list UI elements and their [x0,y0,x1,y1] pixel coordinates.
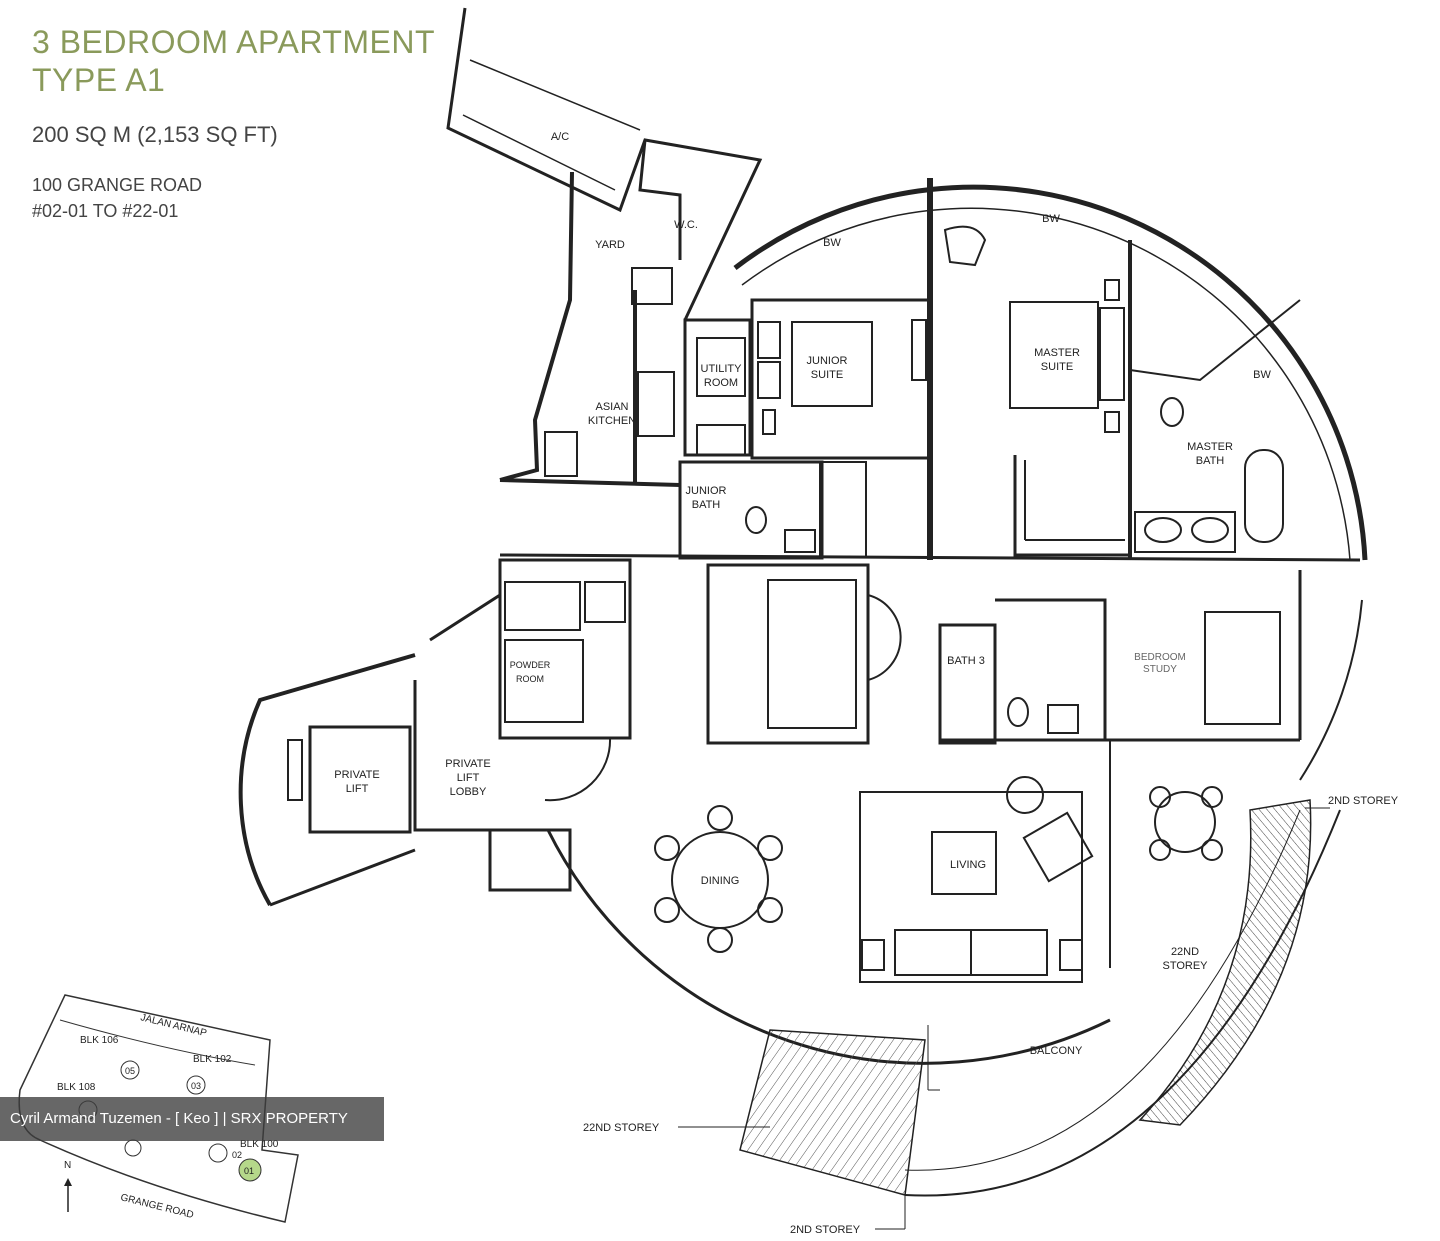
keyplan-unit03: 03 [191,1081,201,1091]
keyplan-blk108: BLK 108 [57,1082,96,1093]
balcony-edge [904,809,1341,1197]
keyplan-road-bottom: GRANGE ROAD [119,1192,194,1221]
label-junior-suite-2: SUITE [811,369,843,381]
label-ac: A/C [551,131,569,143]
label-master-bath-2: BATH [1196,455,1225,467]
keyplan-road-top: JALAN ARNAP [139,1012,208,1039]
label-utility-1: UTILITY [701,363,743,375]
keyplan-blk102: BLK 102 [193,1054,232,1065]
dining-curved-wall [546,829,1111,1065]
label-22nd-storey-right-1: 22ND [1171,946,1199,958]
outer-curved-wall-south [1299,599,1363,781]
label-lift-lobby-3: LOBBY [450,786,487,798]
label-powder-2: ROOM [516,674,544,684]
outer-curved-wall-inner [741,207,1351,561]
label-master-suite-1: MASTER [1034,347,1080,359]
keyplan-unit01: 01 [244,1166,254,1176]
keyplan-unit05: 05 [125,1066,135,1076]
lift-curved-wall [238,653,416,906]
label-private-lift-1: PRIVATE [334,769,379,781]
label-bw-2: BW [1042,213,1060,225]
plan-title-line2: TYPE A1 [32,62,166,98]
plan-area: 200 SQ M (2,153 SQ FT) [32,122,278,147]
label-22nd-storey-left: 22ND STOREY [583,1122,660,1134]
label-living: LIVING [950,859,986,871]
label-lift-lobby-2: LIFT [457,772,480,784]
label-master-bath-1: MASTER [1187,441,1233,453]
balcony-hatch-right [1138,799,1312,1126]
label-junior-bath-2: BATH [692,499,721,511]
label-bedroom-1: BEDROOM [1134,652,1186,663]
keyplan-unit02: 02 [232,1150,242,1160]
watermark-banner: Cyril Armand Tuzemen - [ Keo ] | SRX PRO… [0,1097,384,1141]
highlight-unit-01 [238,1158,262,1182]
label-wc: W.C. [674,219,698,231]
outer-curved-wall [733,184,1368,561]
keyplan-blk106: BLK 106 [80,1035,119,1046]
plan-address: 100 GRANGE ROAD [32,175,203,195]
label-yard: YARD [595,239,625,251]
label-powder-1: POWDER [510,660,551,670]
label-bw-1: BW [823,237,841,249]
label-bw-3: BW [1253,369,1271,381]
label-private-lift-2: LIFT [346,783,369,795]
label-junior-bath-1: JUNIOR [686,485,727,497]
plan-units: #02-01 TO #22-01 [32,201,179,221]
plan-title-line1: 3 BEDROOM APARTMENT [32,24,436,60]
keyplan-blk100: BLK 100 [240,1139,279,1150]
balcony-hatch-bottom [739,1029,926,1196]
label-2nd-storey-bottom: 2ND STOREY [790,1224,861,1236]
label-dining: DINING [701,875,740,887]
label-2nd-storey-top: 2ND STOREY [1328,795,1399,807]
label-asian-kitchen-2: KITCHEN [588,415,636,427]
keyplan-north: N [64,1160,71,1171]
ac-ledge [446,7,763,321]
label-lift-lobby-1: PRIVATE [445,758,490,770]
label-bedroom-2: STUDY [1143,664,1177,675]
label-balcony: BALCONY [1030,1045,1083,1057]
label-22nd-storey-right-2: STOREY [1162,960,1208,972]
label-junior-suite-1: JUNIOR [807,355,848,367]
label-utility-2: ROOM [704,377,738,389]
label-bath3: BATH 3 [947,655,985,667]
label-asian-kitchen-1: ASIAN [595,401,628,413]
label-master-suite-2: SUITE [1041,361,1073,373]
